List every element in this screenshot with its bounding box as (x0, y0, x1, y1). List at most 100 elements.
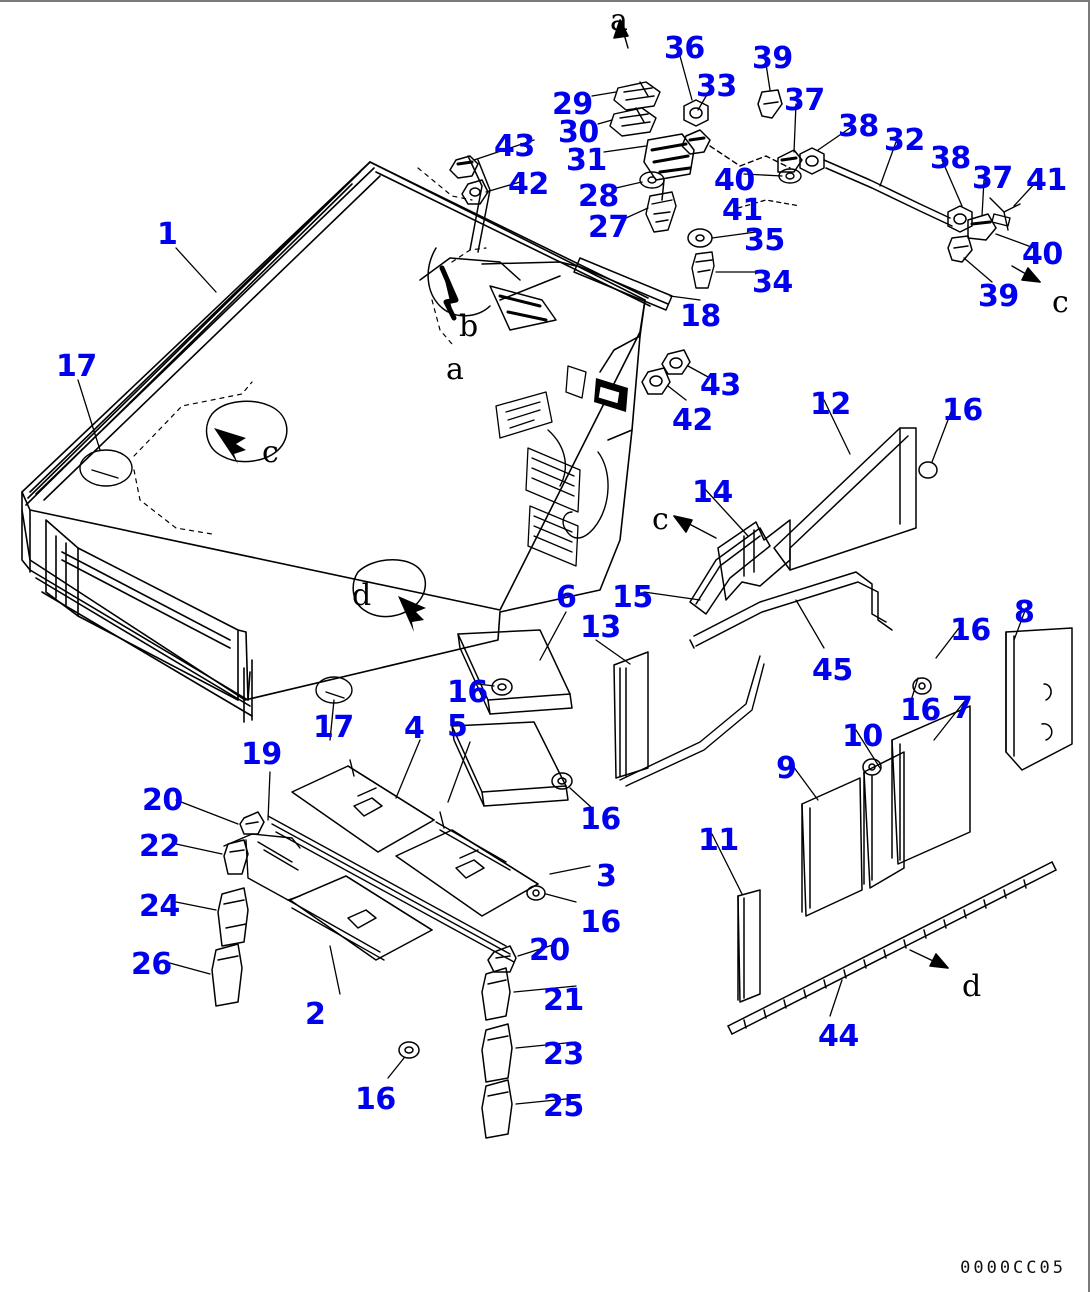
section-mark-d-hood: d (352, 578, 372, 613)
part-callout-24: 24 (139, 889, 180, 924)
part-callout-45: 45 (812, 653, 853, 688)
hardware-43-right (661, 349, 691, 375)
part-callout-3: 3 (596, 859, 617, 894)
seal-strip-44 (727, 861, 1057, 1035)
clip-22 (223, 839, 249, 875)
part-callout-16: 16 (942, 393, 983, 428)
hood-hinge-arm-18 (481, 257, 673, 311)
sheet-border-right (1088, 0, 1090, 1292)
part-callout-34: 34 (752, 265, 793, 300)
clip-20-right (487, 945, 517, 973)
grommets-16 (398, 461, 938, 1059)
part-callout-10: 10 (842, 719, 883, 754)
frame-rail-45 (689, 571, 893, 649)
hardware-42-right (641, 367, 671, 395)
hood-decals (495, 365, 628, 439)
part-callout-11: 11 (698, 823, 739, 858)
hardware-28 (639, 171, 665, 189)
part-callout-16: 16 (447, 675, 488, 710)
strip-panel-5 (451, 721, 569, 807)
hood-hook-c (205, 400, 288, 464)
part-callout-18: 18 (680, 299, 721, 334)
hardware-27 (645, 191, 677, 233)
part-callout-12: 12 (810, 387, 851, 422)
part-callout-44: 44 (818, 1019, 859, 1054)
part-callout-26: 26 (131, 947, 172, 982)
part-callout-30: 30 (558, 115, 599, 150)
part-callout-16: 16 (580, 905, 621, 940)
panel-9 (801, 777, 863, 917)
block-21 (481, 967, 511, 1021)
part-callout-39: 39 (752, 41, 793, 76)
engine-hood-main (21, 161, 651, 723)
hardware-30 (609, 107, 657, 137)
lower-rail (619, 655, 765, 787)
part-callout-42: 42 (672, 403, 713, 438)
part-callout-33: 33 (696, 69, 737, 104)
part-callout-40: 40 (1022, 237, 1063, 272)
side-guard-15 (689, 527, 771, 615)
part-callout-42: 42 (508, 167, 549, 202)
part-callout-17: 17 (313, 710, 354, 745)
hardware-33 (683, 99, 709, 127)
part-callout-15: 15 (612, 580, 653, 615)
hardware-39-left (757, 89, 783, 119)
part-callout-22: 22 (139, 829, 180, 864)
part-callout-8: 8 (1014, 595, 1035, 630)
part-callout-41: 41 (1026, 163, 1067, 198)
hardware-38-left (799, 147, 825, 175)
panel-13 (613, 651, 649, 779)
part-callout-13: 13 (580, 610, 621, 645)
block-24 (217, 887, 249, 947)
block-23 (481, 1023, 513, 1083)
hardware-35 (687, 228, 713, 248)
part-callout-43: 43 (494, 129, 535, 164)
part-callout-35: 35 (744, 223, 785, 258)
clip-20-left (239, 811, 265, 835)
part-callout-9: 9 (776, 751, 797, 786)
hardware-31 (643, 133, 695, 201)
part-callout-36: 36 (664, 31, 705, 66)
drawing-code: 0000CC05 (960, 1258, 1066, 1278)
hardware-37-right (967, 213, 997, 241)
part-callout-2: 2 (305, 997, 326, 1032)
part-callout-28: 28 (578, 179, 619, 214)
part-callout-16: 16 (900, 693, 941, 728)
hood-marker-17-right (315, 676, 353, 704)
part-callout-21: 21 (543, 983, 584, 1018)
panel-8 (1005, 627, 1073, 771)
part-callout-32: 32 (884, 123, 925, 158)
part-callout-20: 20 (529, 933, 570, 968)
hood-hook-d (352, 559, 426, 632)
hood-section-dashes (133, 167, 487, 535)
hood-latch-curves (547, 429, 609, 539)
hardware-42-left (461, 179, 489, 205)
part-callout-31: 31 (566, 143, 607, 178)
part-callout-20: 20 (142, 783, 183, 818)
section-mark-c-upper: c (1052, 285, 1069, 320)
part-callout-43: 43 (700, 368, 741, 403)
hardware-38-right (947, 205, 973, 233)
hardware-34 (691, 251, 715, 289)
leader-lines (77, 55, 1037, 1105)
hardware-43-left (449, 155, 479, 179)
control-rod-32 (823, 159, 953, 227)
sheet-border-top (0, 0, 1090, 2)
part-callout-1: 1 (157, 217, 178, 252)
part-callout-25: 25 (543, 1089, 584, 1124)
part-callout-39: 39 (978, 279, 1019, 314)
section-mark-b-hood: b (459, 309, 479, 344)
part-callout-14: 14 (692, 475, 733, 510)
linkage-cable (709, 145, 791, 169)
part-callout-38: 38 (930, 141, 971, 176)
part-callout-17: 17 (56, 349, 97, 384)
part-callout-16: 16 (580, 802, 621, 837)
hardware-39-right (947, 235, 973, 263)
part-callout-7: 7 (952, 691, 973, 726)
panel-11 (737, 889, 761, 1003)
hardware-29 (613, 81, 661, 111)
hardware-37-left (777, 149, 803, 173)
section-mark-a-hood: a (446, 352, 464, 387)
